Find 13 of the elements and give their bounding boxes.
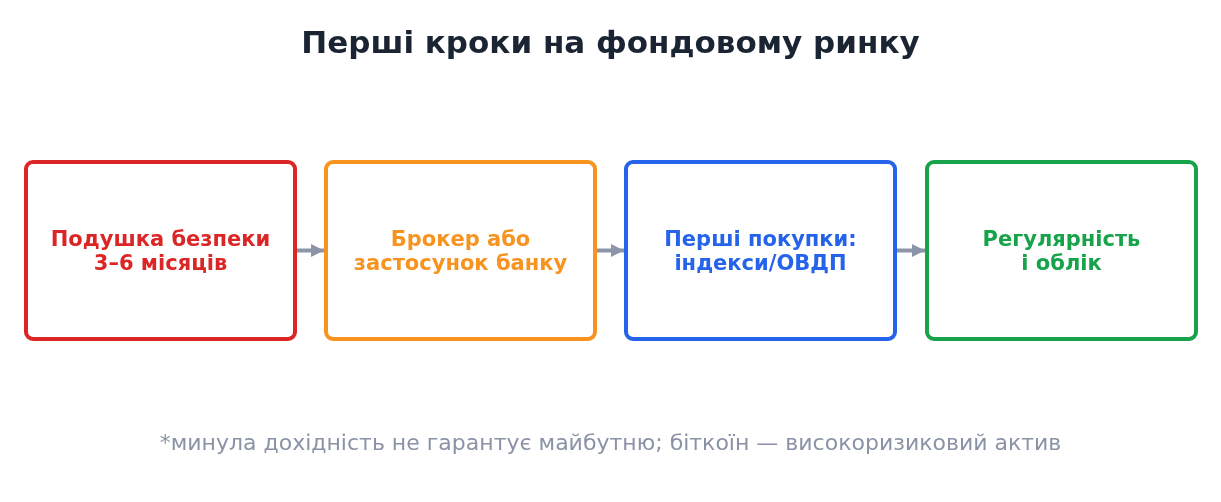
arrow [595,244,626,257]
step-label: Перші покупки: індекси/ОВДП [663,226,858,275]
arrow [295,244,326,257]
arrow [895,244,927,257]
step-label: Подушка безпеки 3–6 місяців [49,226,272,275]
process-box [624,160,897,341]
process-box [24,160,297,341]
step-label: Брокер або застосунок банку [352,226,569,275]
footnote: *минула дохідність не гарантує майбутню; біткоїн — високоризиковий актив [159,430,1062,455]
diagram-title: Перші кроки на фондовому ринку [301,24,920,60]
process-box [925,160,1198,341]
step-label: Регулярність і облік [981,226,1142,275]
process-box [324,160,597,341]
